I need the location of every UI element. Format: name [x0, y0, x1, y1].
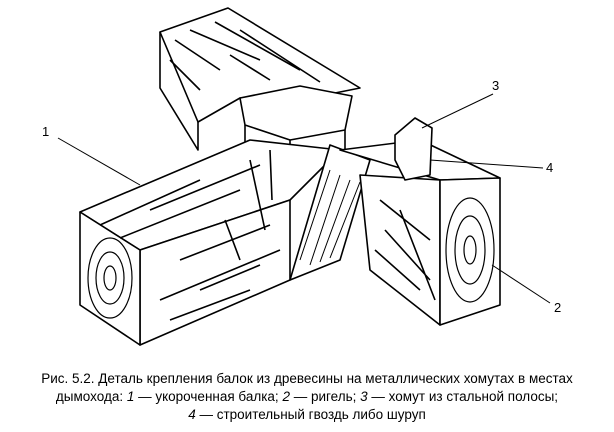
end-grain-rings-1 [87, 237, 133, 319]
end-grain-rings-2 [445, 197, 495, 303]
side-strap [289, 144, 371, 281]
label-1: 1 [42, 124, 50, 139]
caption-number: 4 [188, 407, 196, 422]
caption-text: — хомут из стальной полосы; [367, 389, 559, 404]
caption-text: дымохода: [55, 389, 127, 404]
girder [339, 139, 501, 326]
beam-joint-drawing [57, 7, 551, 346]
label-3: 3 [492, 78, 500, 93]
shortened-beam [79, 139, 341, 346]
caption-line-2: дымохода: 1 — укороченная балка; 2 — риг… [0, 388, 614, 406]
label-2: 2 [554, 300, 562, 315]
caption-line-3: 4 — строительный гвоздь либо шуруп [0, 406, 614, 424]
steel-clamp [394, 117, 433, 181]
caption-number: 3 [360, 389, 368, 404]
leader-lines [57, 93, 551, 304]
figure-caption: Рис. 5.2. Деталь крепления балок из древ… [0, 370, 614, 424]
caption-text: — ригель; [289, 389, 361, 404]
caption-text: — строительный гвоздь либо шуруп [195, 407, 426, 422]
caption-number: 2 [282, 389, 290, 404]
caption-number: 1 [126, 389, 135, 404]
caption-text: — укороченная балка; [134, 389, 283, 404]
caption-line-1: Рис. 5.2. Деталь крепления балок из древ… [41, 371, 573, 386]
label-4: 4 [546, 160, 554, 175]
